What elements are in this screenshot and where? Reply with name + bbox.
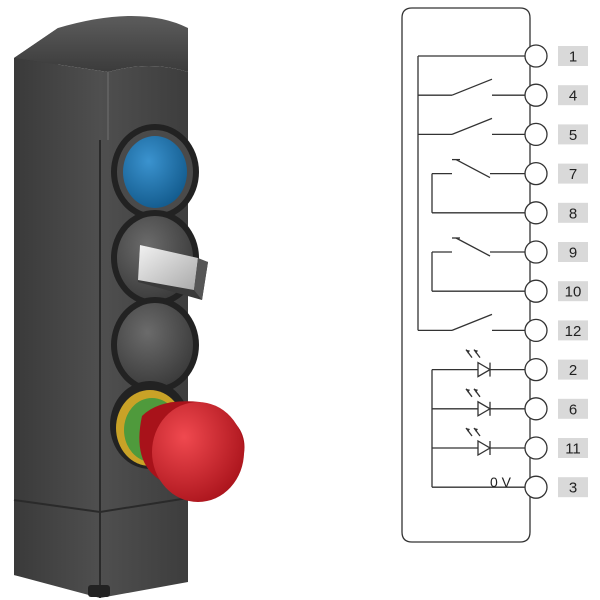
zero-volt-label: 0 V — [490, 474, 512, 490]
contact-wiring — [417, 55, 525, 488]
led-icon — [477, 361, 492, 378]
switch-contact — [451, 78, 493, 96]
terminal-number: 9 — [569, 245, 577, 262]
terminal-label-box — [558, 477, 588, 498]
switch-contact — [455, 159, 491, 179]
led-icon — [477, 400, 492, 417]
terminal-9 — [524, 240, 548, 264]
mushroom-estop-icon — [139, 401, 245, 502]
terminal-number: 4 — [569, 88, 577, 105]
terminal-number: 1 — [569, 49, 577, 66]
selector-switch-icon — [138, 245, 208, 300]
led-arrow-head — [466, 428, 470, 432]
terminal-label-box — [558, 202, 588, 223]
terminal-2 — [524, 357, 548, 382]
terminal-4 — [524, 83, 548, 107]
terminal-label-box — [558, 163, 588, 184]
selector-switch[interactable] — [111, 210, 208, 306]
terminal-1 — [524, 44, 548, 68]
terminal-number: 11 — [565, 441, 581, 458]
terminal-10 — [524, 279, 548, 303]
housing-top-face — [14, 16, 188, 72]
led-icon — [477, 439, 492, 457]
switch-contact — [451, 117, 493, 136]
terminal-number: 3 — [569, 480, 577, 497]
grey-button-icon — [117, 303, 193, 387]
terminal-number: 5 — [569, 127, 577, 144]
emergency-stop-button[interactable] — [110, 381, 245, 502]
enclosure-outline — [401, 7, 531, 543]
terminal-number: 8 — [569, 205, 577, 222]
terminal-label-box — [558, 398, 588, 419]
terminal-strip: 1 4 5 7 8 9 10 12 2 6 11 3 — [524, 44, 588, 499]
terminal-number: 2 — [569, 362, 577, 379]
terminal-label-box — [558, 124, 588, 145]
led-arrow-head — [474, 428, 478, 432]
terminal-12 — [524, 318, 548, 343]
terminal-label-box — [558, 85, 588, 106]
terminal-number: 7 — [569, 166, 577, 183]
wiring-diagram: 1 4 5 7 8 9 10 12 2 6 11 3 0 V — [401, 7, 588, 543]
terminal-number: 12 — [565, 323, 582, 340]
terminal-label-box — [558, 281, 588, 302]
blue-pushbutton[interactable] — [111, 124, 199, 220]
terminal-number: 10 — [565, 284, 582, 301]
terminal-number: 6 — [569, 401, 577, 418]
led-arrow-head — [474, 349, 478, 354]
terminal-5 — [524, 122, 548, 147]
terminal-8 — [524, 201, 548, 225]
switch-contact — [455, 237, 491, 257]
terminal-label-box — [558, 438, 588, 458]
terminal-label-box — [558, 242, 588, 262]
terminal-6 — [524, 397, 548, 421]
grey-pushbutton[interactable] — [111, 297, 199, 393]
terminal-11 — [524, 436, 548, 460]
led-arrow-head — [466, 349, 470, 354]
switch-contact — [451, 313, 493, 332]
terminal-7 — [524, 161, 548, 186]
blue-button-icon — [123, 136, 187, 208]
terminal-label-box — [558, 320, 588, 341]
terminal-3 — [524, 475, 548, 499]
led-arrow-head — [466, 388, 470, 393]
terminal-label-box — [558, 359, 588, 380]
terminal-label-box — [558, 46, 588, 66]
led-arrow-head — [474, 388, 478, 393]
